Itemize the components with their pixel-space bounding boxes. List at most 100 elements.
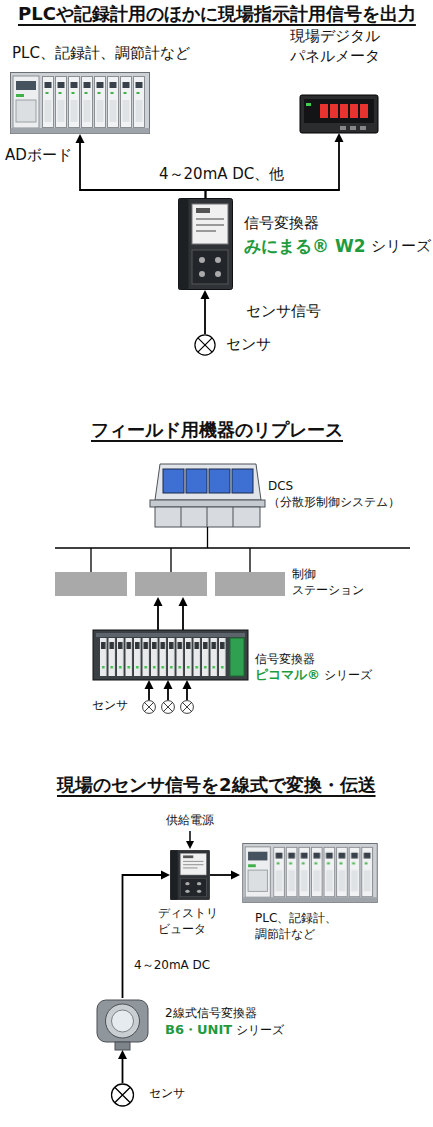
arrow-head bbox=[118, 1050, 127, 1059]
arrow-head bbox=[231, 871, 240, 880]
arrow-head bbox=[154, 597, 163, 606]
meter-digit bbox=[360, 104, 368, 118]
sensor-symbol bbox=[181, 701, 194, 714]
section-title: PLCや記録計用のほかに現場指示計用信号を出力 bbox=[18, 2, 416, 25]
sensor: センサ bbox=[194, 334, 216, 356]
meter-digit bbox=[340, 104, 348, 118]
transmitter-window bbox=[112, 1010, 134, 1032]
device-label: 2線式信号変換器 bbox=[165, 1006, 257, 1022]
connector-line bbox=[210, 874, 234, 876]
plc-rack-picture bbox=[11, 73, 150, 134]
series-label: シリーズ bbox=[236, 1023, 284, 1039]
plc-rack: PLC、記録計、調節計などADボード bbox=[10, 72, 150, 134]
meter-digit bbox=[330, 104, 338, 118]
converter-modules bbox=[100, 638, 227, 676]
sensor-symbol bbox=[195, 335, 215, 355]
panel-meter: 現場デジタル パネルメータ bbox=[300, 95, 378, 133]
console-desk bbox=[150, 500, 265, 507]
signal-label: センサ信号 bbox=[244, 302, 323, 322]
console-division bbox=[181, 507, 233, 527]
console-screen bbox=[209, 469, 230, 493]
meter-body bbox=[300, 95, 378, 133]
meter-button bbox=[340, 126, 346, 130]
station-label: 制御 ステーション bbox=[292, 567, 370, 598]
plc-rack-picture bbox=[243, 843, 378, 902]
sensor-symbol bbox=[143, 701, 156, 714]
board-label: ADボード bbox=[5, 146, 72, 166]
control-station bbox=[215, 572, 285, 596]
sensor-label: センサ bbox=[92, 698, 128, 714]
power-label: 供給電源 bbox=[166, 813, 214, 829]
signal-label: 4～20mA DC、他 bbox=[157, 165, 286, 185]
meter-button bbox=[350, 126, 356, 130]
plc-rack: PLC、記録計、 調節計など bbox=[240, 843, 380, 903]
section-title: フィールド用機器のリプレース bbox=[91, 418, 343, 441]
device-label: PLC、記録計、 調節計など bbox=[255, 911, 344, 942]
meter-digit bbox=[320, 104, 328, 118]
control-station bbox=[135, 572, 207, 596]
rack-rail bbox=[96, 633, 245, 637]
arrow-head bbox=[183, 680, 192, 689]
section-title: 現場のセンサ信号を2線式で変換・伝送 bbox=[57, 773, 376, 796]
console-screen bbox=[186, 469, 207, 493]
transmitter-housing bbox=[97, 1000, 148, 1042]
signal-label: 4～20mA DC bbox=[132, 958, 212, 974]
arrow-head bbox=[179, 597, 188, 606]
sensor-symbol bbox=[162, 701, 175, 714]
series-label: シリーズ bbox=[371, 237, 431, 257]
console-panel bbox=[155, 464, 261, 500]
distributor-picture bbox=[170, 850, 209, 899]
converter-picture bbox=[179, 199, 233, 290]
arrow-head bbox=[335, 133, 344, 142]
sensor-label: センサ bbox=[226, 335, 271, 355]
two-wire-converter: 2線式信号変換器B6・UNITシリーズ bbox=[95, 998, 150, 1050]
dcs-console: DCS （分散形制御システム） bbox=[150, 462, 265, 527]
distributor: ディストリ ビュータ bbox=[170, 850, 210, 900]
connector-line bbox=[122, 1056, 124, 1083]
console-base bbox=[155, 507, 260, 527]
terminal-block bbox=[230, 638, 244, 676]
device-label: 信号変換器 bbox=[255, 652, 315, 668]
connector-line bbox=[204, 296, 206, 334]
meter-button bbox=[360, 126, 366, 130]
meter-digit bbox=[350, 104, 358, 118]
transmitter-cover bbox=[106, 1004, 140, 1038]
meter-led bbox=[306, 103, 311, 106]
product-name: ピコマル® bbox=[255, 667, 320, 684]
arrow-head bbox=[76, 134, 85, 143]
connector-line bbox=[123, 875, 165, 998]
sensor: センサ bbox=[111, 1083, 135, 1107]
device-label: PLC、記録計、調節計など bbox=[12, 44, 190, 64]
signal-connector bbox=[118, 1050, 127, 1083]
station-input-line bbox=[158, 604, 183, 630]
control-station bbox=[55, 572, 127, 596]
console-screen bbox=[232, 469, 253, 493]
control-bus bbox=[55, 547, 410, 549]
meter-display bbox=[304, 99, 374, 123]
transmitter-neck bbox=[115, 1042, 130, 1050]
series-label: シリーズ bbox=[324, 668, 372, 684]
signal-converter-rack: 信号変換器ピコマル®シリーズ bbox=[93, 630, 248, 680]
signal-connector bbox=[145, 680, 192, 700]
bus-drop bbox=[91, 527, 250, 572]
device-label: DCS （分散形制御システム） bbox=[268, 479, 406, 510]
arrow-head bbox=[145, 680, 154, 689]
arrow-head bbox=[161, 871, 170, 880]
console-screen bbox=[163, 469, 184, 493]
arrow-head bbox=[186, 841, 194, 849]
signal-connector bbox=[210, 871, 240, 880]
converter-rack-body bbox=[93, 630, 248, 680]
arrow-head bbox=[201, 290, 210, 299]
product-name: みにまる® W2 bbox=[244, 235, 366, 257]
device-label: ディストリ ビュータ bbox=[158, 906, 224, 937]
arrow-head bbox=[164, 680, 173, 689]
sensor-symbol bbox=[112, 1084, 134, 1106]
device-label: 現場デジタル パネルメータ bbox=[290, 27, 386, 66]
sensor-group: センサ bbox=[142, 700, 194, 714]
sensor-label: センサ bbox=[149, 1086, 185, 1102]
product-name: B6・UNIT bbox=[165, 1022, 232, 1039]
device-label: 信号変換器 bbox=[244, 214, 319, 234]
signal-connector bbox=[201, 290, 210, 334]
signal-converter: 信号変換器みにまる® W2シリーズ bbox=[178, 198, 233, 290]
